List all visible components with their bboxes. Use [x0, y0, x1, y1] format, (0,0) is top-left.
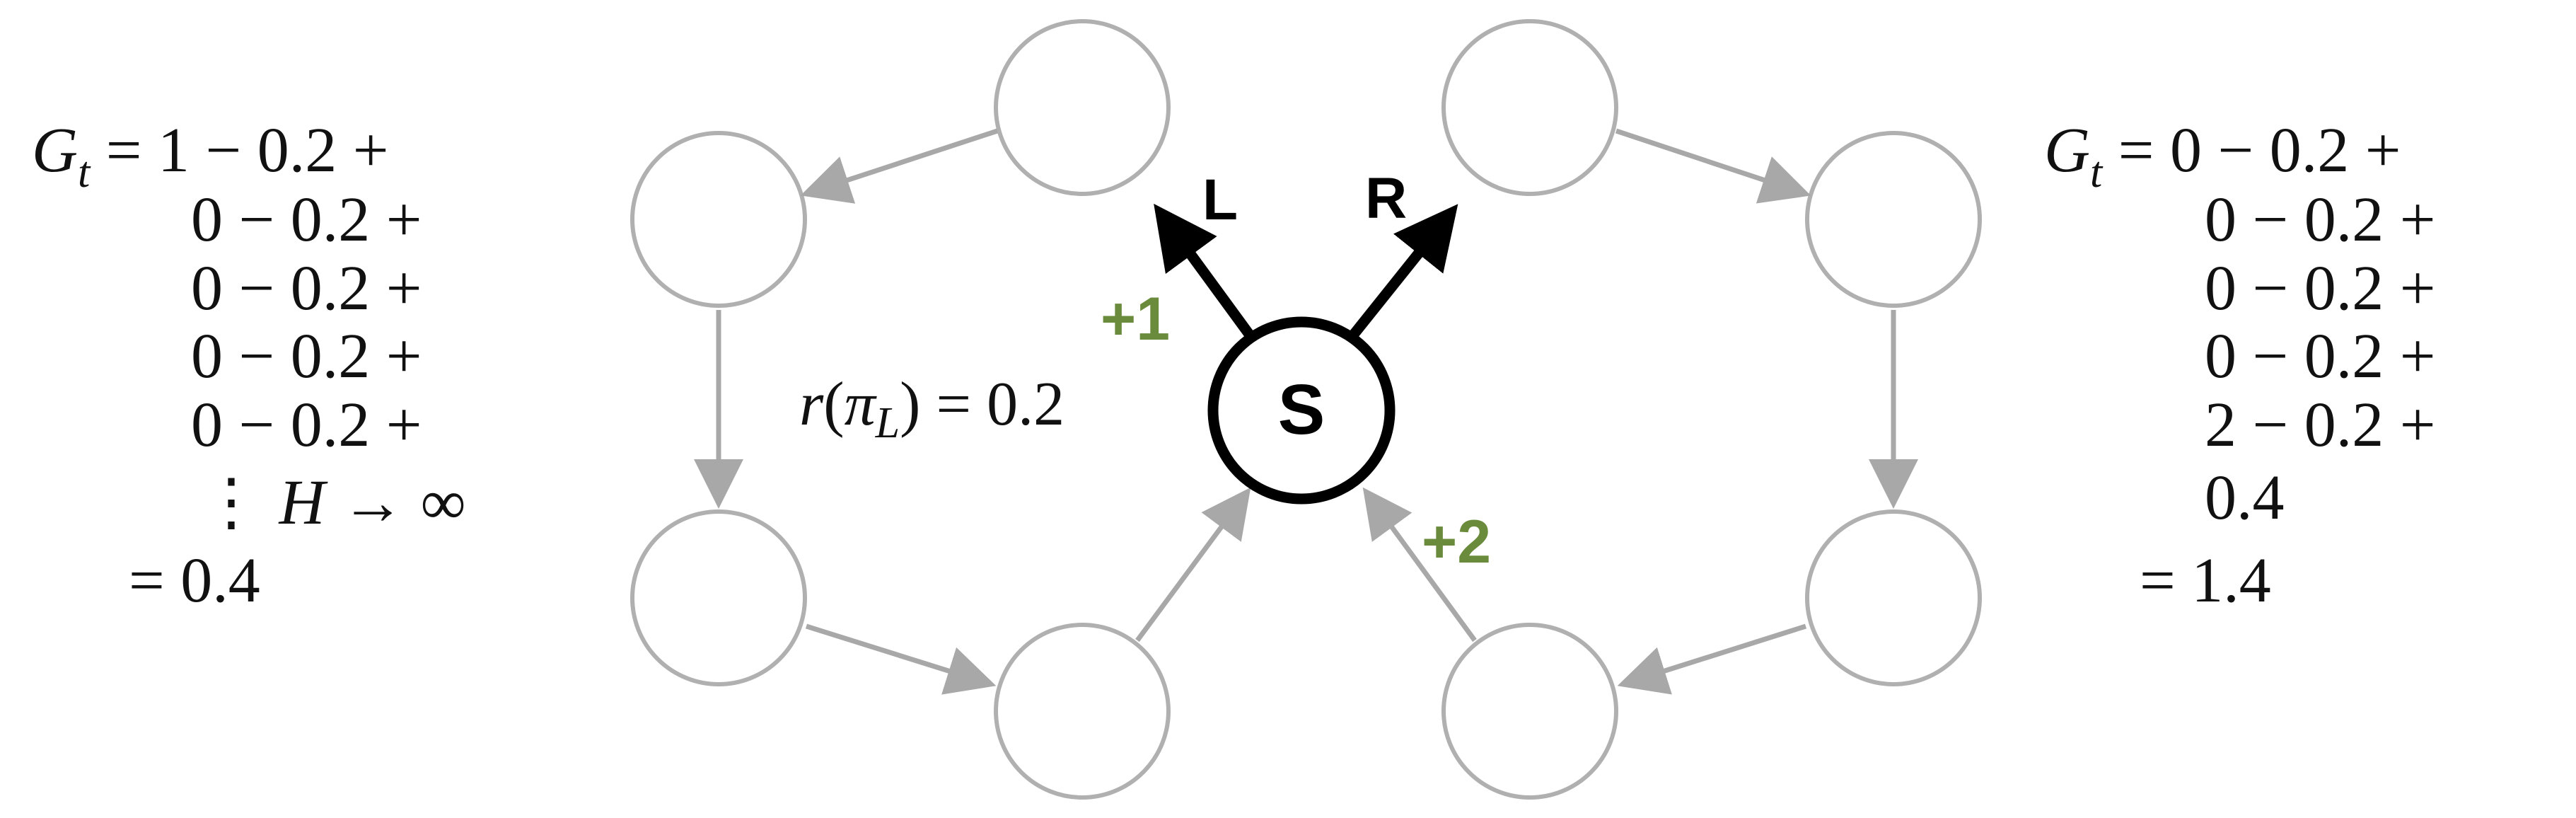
action-left-label: L [1202, 168, 1238, 232]
action-right-arrow [1348, 204, 1458, 340]
left-return-horizon: ⋮ H → ∞ [199, 468, 466, 538]
left-return-row: 0 − 0.2 + [191, 253, 422, 323]
left-return-equation: Gt = 1 − 0.2 + 0 − 0.2 + 0 − 0.2 + 0 − 0… [32, 115, 466, 616]
policy-reward-equation: r(πL) = 0.2 [799, 370, 1064, 447]
right-return-result: = 1.4 [2140, 546, 2271, 616]
state-node-right-upper [1805, 131, 1982, 308]
edge-right-bottom-to-start [1362, 487, 1477, 643]
action-right-label: R [1365, 166, 1407, 231]
right-return-row: 2 − 0.2 + [2205, 390, 2436, 460]
left-return-row: 0 − 0.2 + [191, 390, 422, 460]
edge-left-top-to-upper [800, 128, 999, 204]
left-return-result: = 0.4 [129, 546, 260, 616]
edge-left-lower-to-bottom [805, 623, 997, 695]
state-node-left-lower [630, 509, 807, 686]
state-node-right-top [1441, 19, 1618, 196]
edge-right-top-to-upper [1615, 128, 1811, 204]
start-state-node [1207, 316, 1396, 505]
reward-left-label: +1 [1101, 285, 1170, 353]
right-return-row: 0 − 0.2 + [2205, 321, 2436, 391]
left-return-row: 0 − 0.2 + [191, 321, 422, 391]
edge-right-lower-to-bottom [1617, 623, 1807, 695]
reward-right-label: +2 [1422, 508, 1491, 576]
state-node-left-bottom [994, 623, 1171, 800]
left-return-row: 0 − 0.2 + [191, 185, 422, 255]
start-state-label: S [1278, 370, 1325, 449]
right-return-row: 0.4 [2205, 463, 2285, 533]
state-node-left-top [994, 19, 1171, 196]
right-return-row: 0 − 0.2 + [2205, 185, 2436, 255]
right-return-equation: Gt = 0 − 0.2 + 0 − 0.2 + 0 − 0.2 + 0 − 0… [2044, 115, 2436, 616]
left-return-lhs: Gt = 1 − 0.2 + [32, 115, 389, 197]
state-node-right-lower [1805, 509, 1982, 686]
state-node-left-upper [630, 131, 807, 308]
right-return-lhs: Gt = 0 − 0.2 + [2044, 115, 2401, 197]
right-return-row: 0 − 0.2 + [2205, 253, 2436, 323]
edge-left-bottom-to-start [1135, 487, 1251, 643]
state-node-right-bottom [1441, 623, 1618, 800]
action-left-arrow [1154, 203, 1255, 340]
